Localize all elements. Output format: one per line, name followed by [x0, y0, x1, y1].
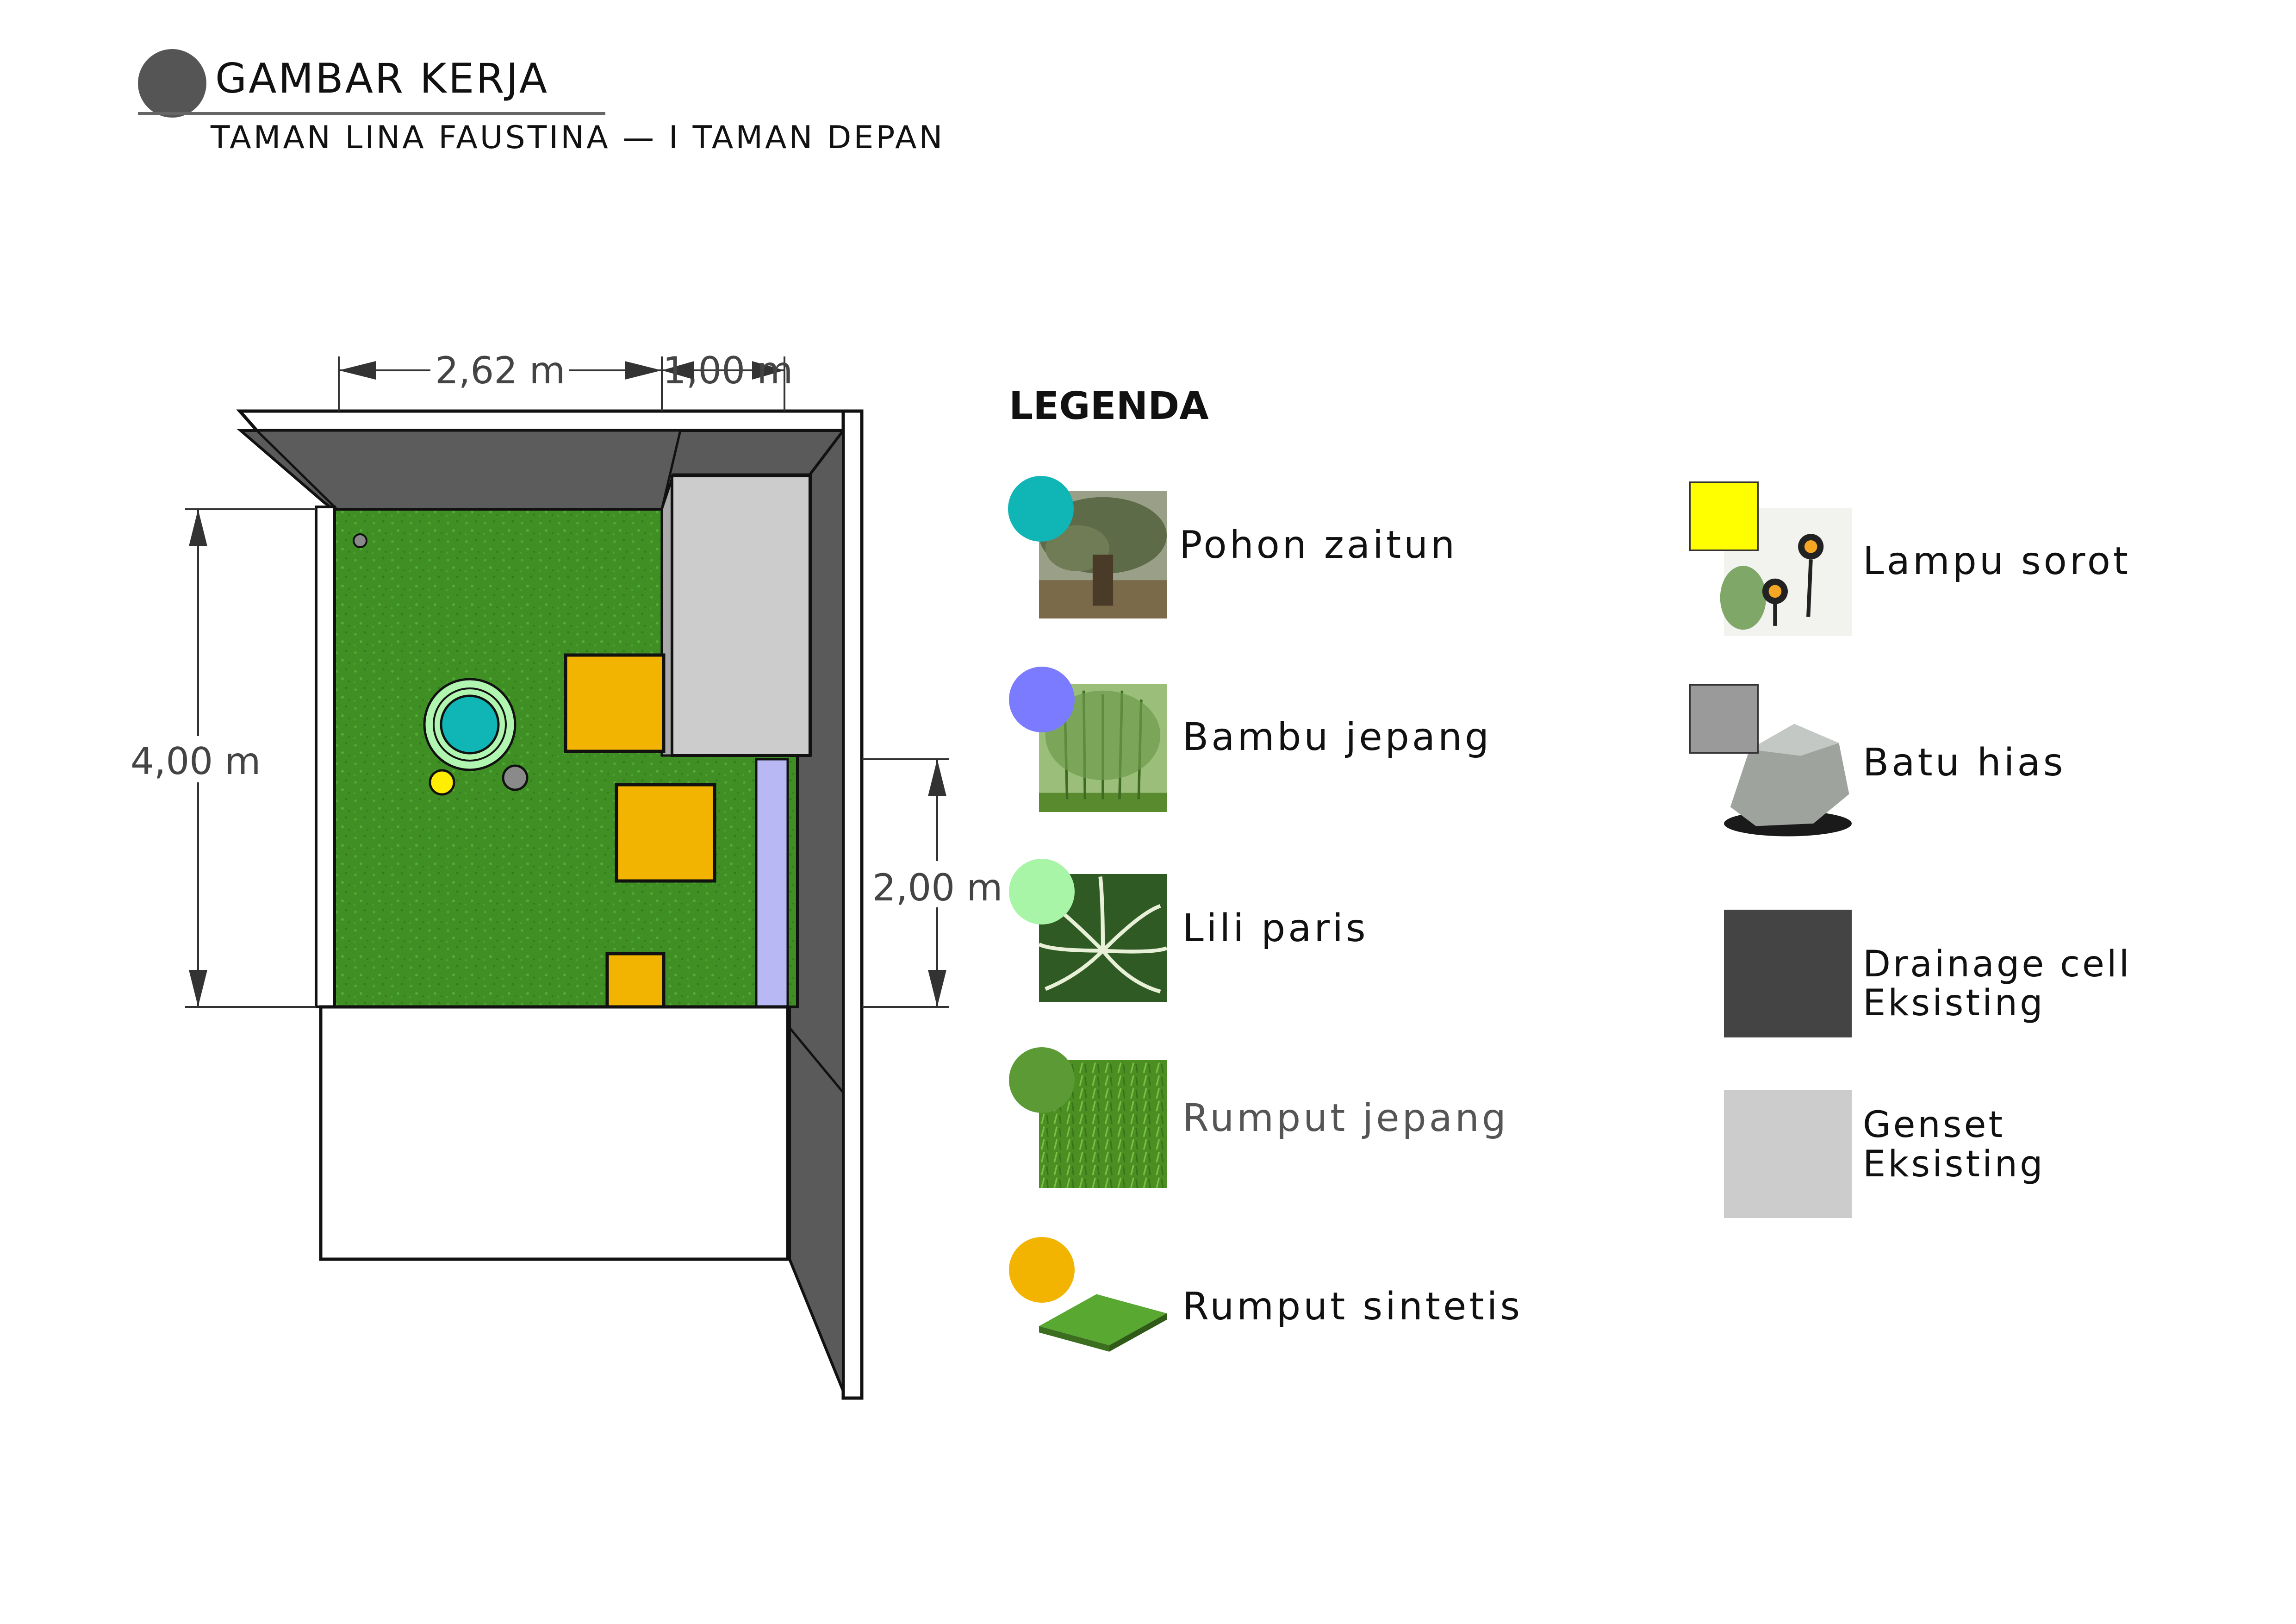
dim-top-arrow-mid-right — [662, 361, 694, 380]
legend-heading: LEGENDA — [1009, 384, 1209, 428]
bamboo-dot — [1009, 667, 1075, 732]
right-wall — [841, 409, 864, 1400]
legend-label-olive: Pohon zaitun — [1179, 523, 1458, 567]
olive-tree-dot — [1008, 476, 1074, 542]
title-bullet — [138, 49, 206, 118]
drawing-subtitle: TAMAN LINA FAUSTINA — I TAMAN DEPAN — [211, 119, 945, 156]
dim-left-label-bg — [127, 736, 266, 782]
title-underline — [138, 112, 605, 115]
dim-top-arrow-mid-left — [625, 361, 662, 380]
dim-left-arrow-top — [189, 509, 207, 546]
legend-label-spotlight: Lampu sorot — [1863, 539, 2131, 583]
synthetic-grass-dot — [1009, 1237, 1075, 1303]
stone-marker — [502, 764, 529, 791]
dim-right-arrow-top — [928, 759, 946, 796]
dim-top-arrow-right — [752, 361, 784, 380]
legend-label-synthetic-grass: Rumput sintetis — [1182, 1285, 1523, 1329]
dim-left-arrow-bottom — [189, 970, 207, 1007]
spotlight-marker — [429, 769, 455, 796]
dim-top-left-label: 2,62 m — [435, 349, 565, 392]
synthetic-turf-photo-icon — [1039, 1294, 1167, 1352]
genset-box — [671, 475, 811, 757]
dim-right-label: 2,00 m — [872, 866, 1002, 909]
dim-left-label: 4,00 m — [131, 740, 261, 783]
drainage-right-divider — [789, 1027, 844, 1093]
bamboo-strip — [755, 758, 789, 1008]
dim-right-arrow-bottom — [928, 970, 946, 1007]
synthetic-pad-1 — [564, 653, 666, 753]
synthetic-pad-2 — [615, 783, 716, 883]
dim-top-left-label-bg — [430, 347, 569, 389]
stone-square — [1689, 684, 1759, 754]
legend-label-japanese-grass: Rumput jepang — [1182, 1096, 1509, 1140]
genset-swatch — [1724, 1090, 1852, 1218]
dim-right-label-bg — [870, 861, 1004, 907]
entry-area — [319, 1005, 790, 1261]
top-wall-cap — [236, 409, 846, 432]
legend-label-drainage-sub: Eksisting — [1863, 982, 2045, 1024]
legend-label-bamboo: Bambu jepang — [1182, 715, 1492, 759]
drawing-title: GAMBAR KERJA — [215, 55, 549, 102]
small-stone-marker — [353, 533, 367, 548]
lily-dot — [1009, 859, 1075, 924]
olive-tree — [440, 694, 500, 755]
dim-top-arrow-left — [339, 361, 376, 380]
japanese-grass-dot — [1009, 1047, 1075, 1113]
legend-label-stone: Batu hias — [1863, 741, 2066, 785]
dim-top-right-label: 1,00 m — [663, 349, 793, 392]
left-wall — [315, 506, 336, 1008]
spotlight-square — [1689, 481, 1759, 551]
legend-label-drainage: Drainage cell — [1863, 943, 2132, 985]
legend-label-genset: Genset — [1863, 1104, 2005, 1146]
garden-site-plan: 2,62 m 1,00 m 4,00 m 2,00 m — [127, 347, 1004, 1400]
legend-label-lily: Lili paris — [1182, 906, 1369, 950]
drainage-cell-swatch — [1724, 910, 1852, 1037]
legend-label-genset-sub: Eksisting — [1863, 1143, 2045, 1185]
synthetic-pad-3 — [605, 952, 666, 1012]
